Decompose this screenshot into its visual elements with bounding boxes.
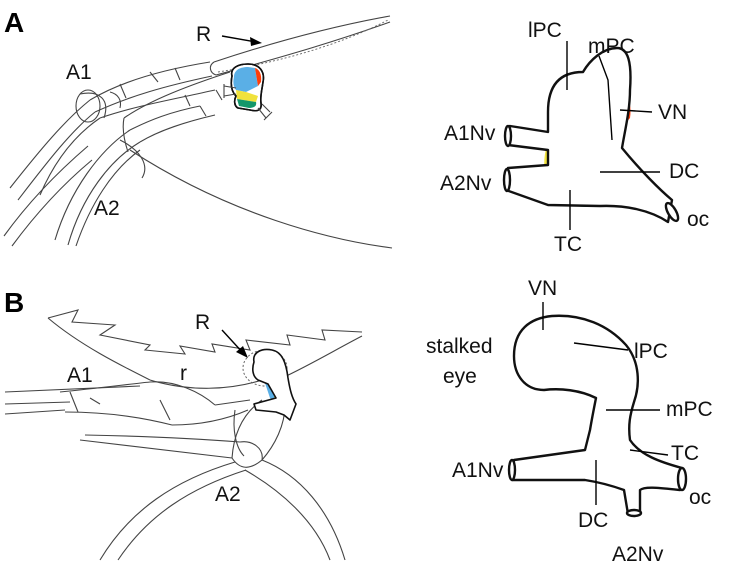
label-tc-b: TC xyxy=(671,442,699,465)
brain-thumbnail-a xyxy=(223,63,273,121)
label-a1nv-a: A1Nv xyxy=(444,122,496,145)
label-r-b: R xyxy=(195,311,210,334)
label-r-small-b: r xyxy=(180,362,187,385)
label-lpc-a: lPC xyxy=(528,19,562,42)
label-a1-a: A1 xyxy=(66,61,92,84)
label-vn-b: VN xyxy=(528,277,557,300)
label-dc-b: DC xyxy=(578,509,608,532)
label-a2-a: A2 xyxy=(94,197,120,220)
head-drawing-b xyxy=(4,309,363,561)
label-dc-a: DC xyxy=(669,160,699,183)
label-lpc-b: lPC xyxy=(634,340,668,363)
label-a2nv-a: A2Nv xyxy=(440,172,492,195)
label-oc-b: oc xyxy=(689,486,711,509)
label-mpc-a: mPC xyxy=(588,35,635,58)
head-drawing-a xyxy=(3,15,393,249)
label-vn-a: VN xyxy=(658,101,687,124)
label-oc-a: oc xyxy=(687,208,709,231)
label-r-a: R xyxy=(196,23,211,46)
panel-label-a: A xyxy=(4,7,24,38)
brain-schematic-b xyxy=(507,314,688,518)
label-a1nv-b: A1Nv xyxy=(452,459,504,482)
panel-label-b: B xyxy=(4,287,24,318)
label-tc-a: TC xyxy=(554,233,582,256)
label-stalked-b: stalked xyxy=(426,335,493,358)
label-a2-b: A2 xyxy=(215,483,241,506)
label-eye-b: eye xyxy=(443,365,477,388)
label-mpc-b: mPC xyxy=(666,398,713,421)
label-a2nv-b: A2Nv xyxy=(612,543,664,566)
label-a1-b: A1 xyxy=(67,364,93,387)
brain-thumbnail-b xyxy=(242,348,297,421)
brain-schematic-a xyxy=(502,46,680,224)
